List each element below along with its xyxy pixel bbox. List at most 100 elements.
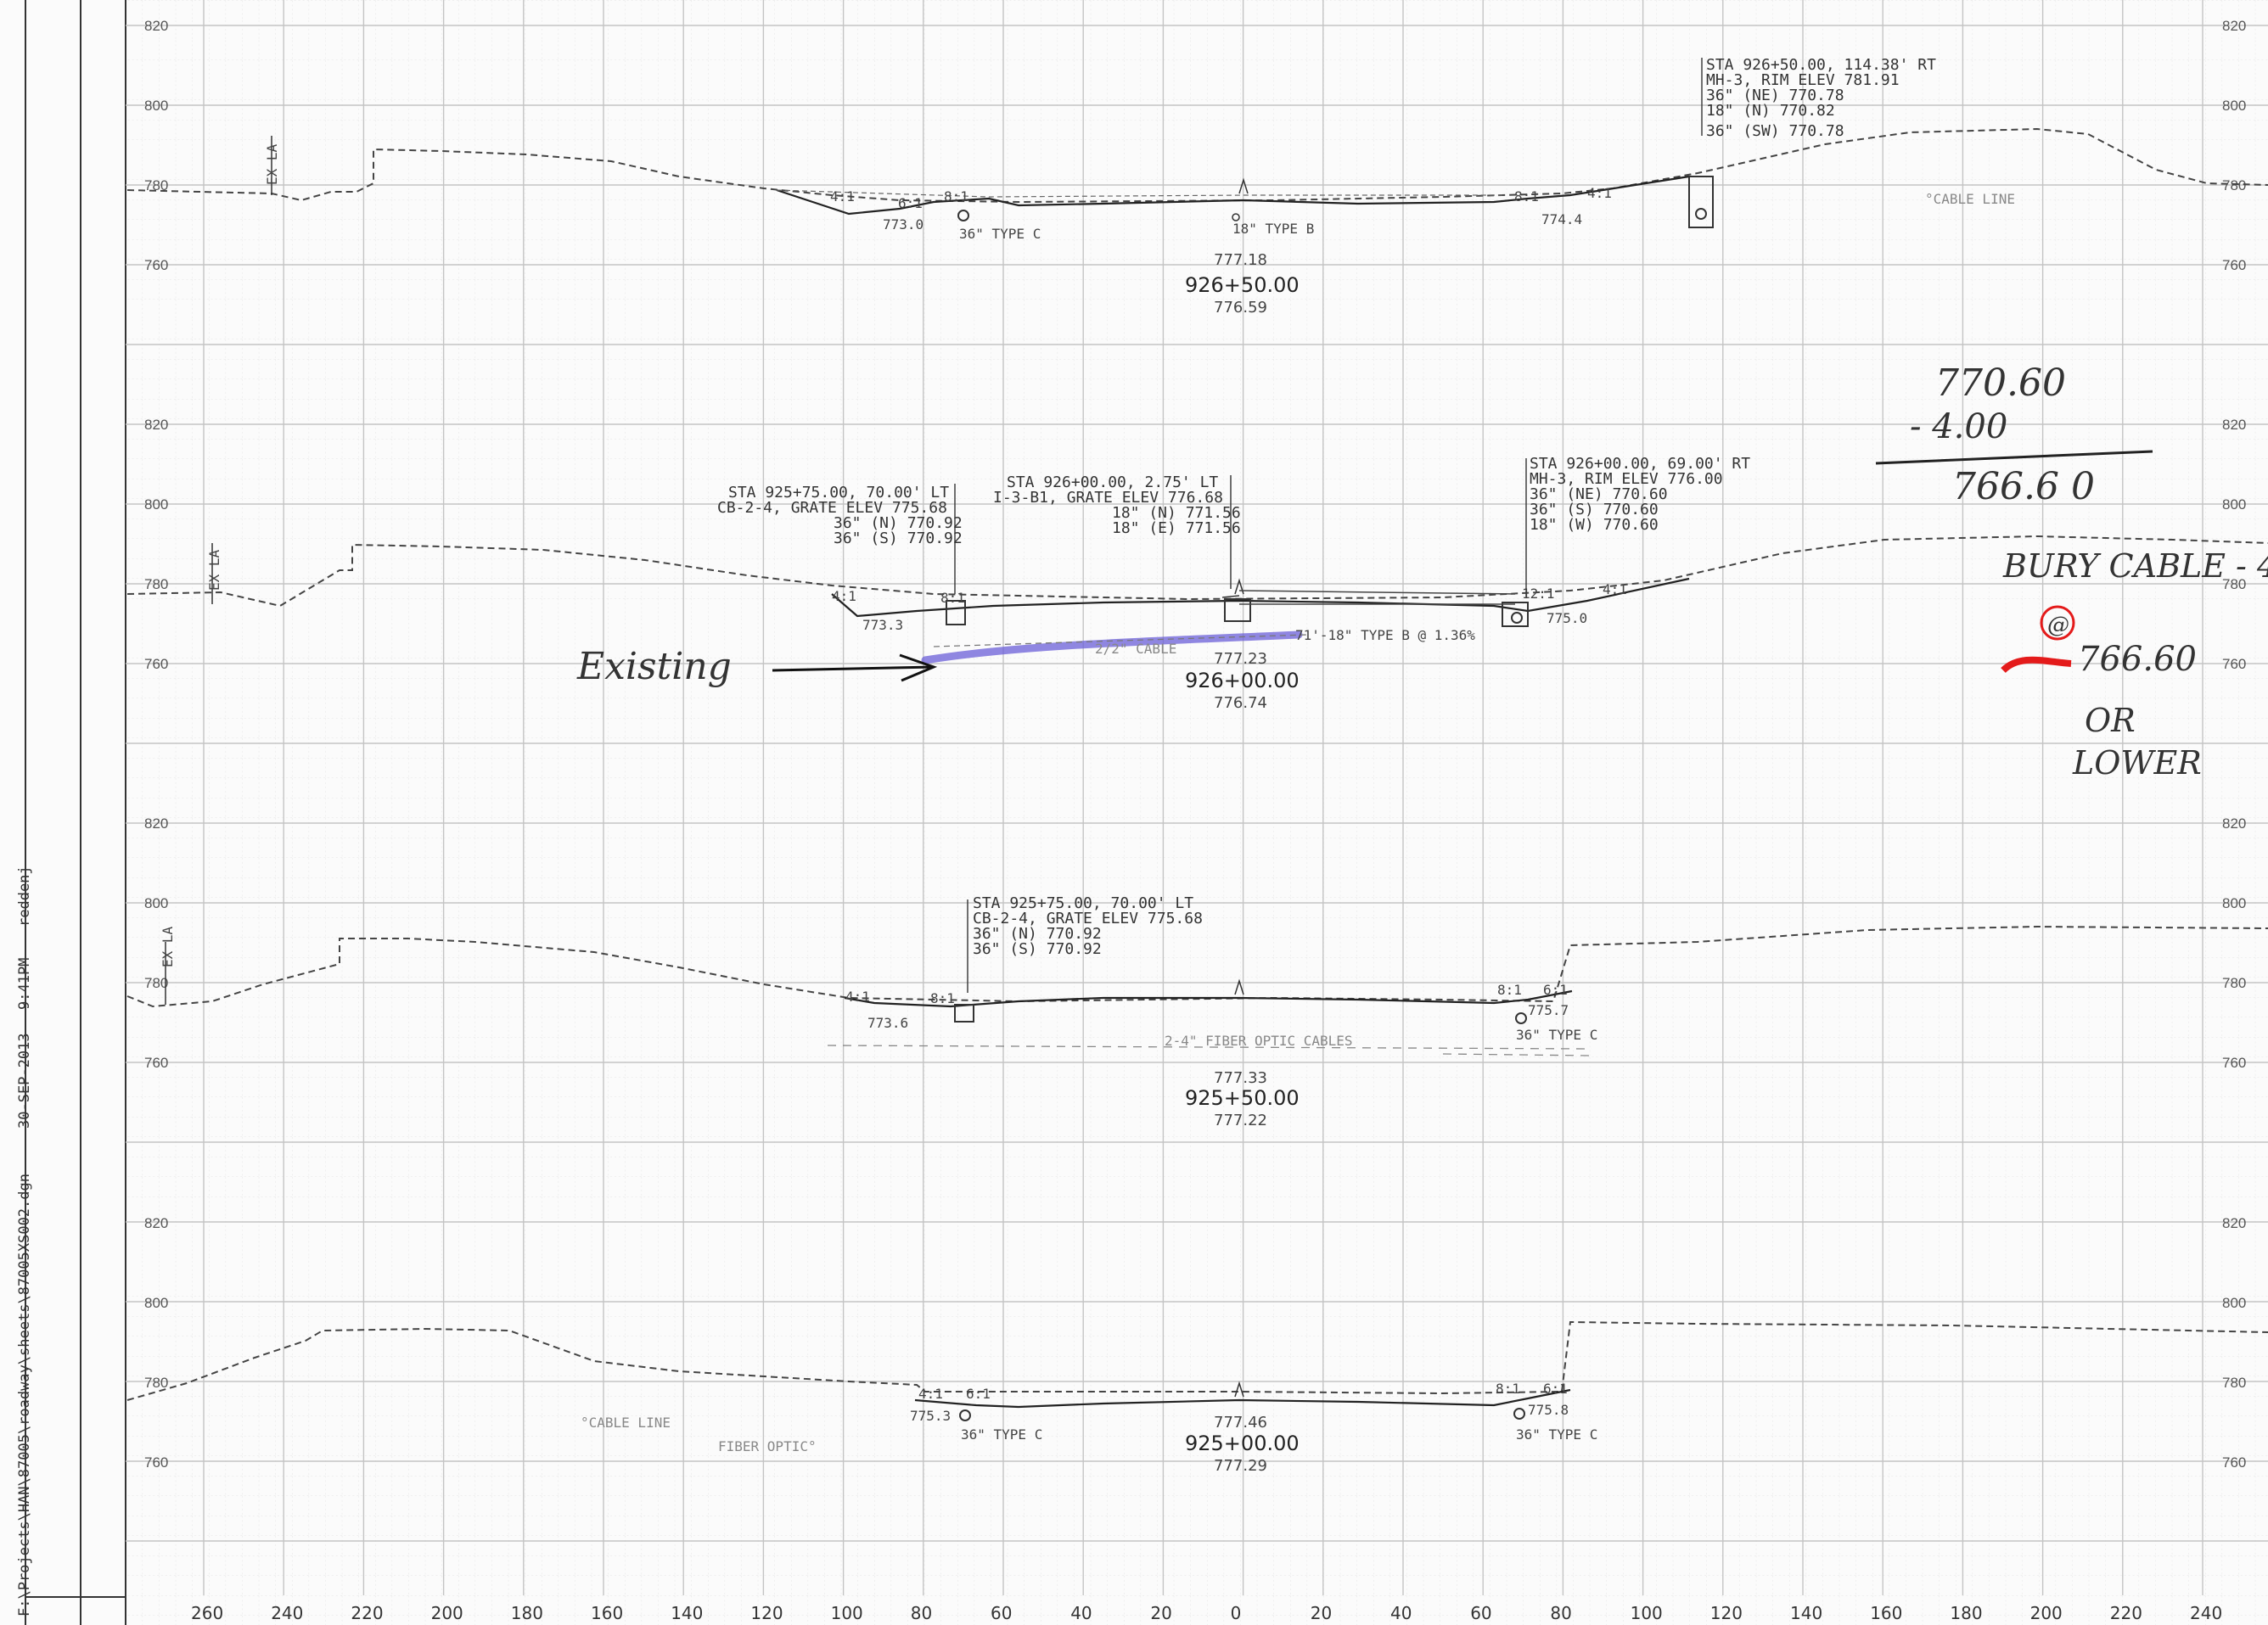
slope-label: 4:1 <box>845 989 870 1005</box>
offset-label: 200 <box>2030 1603 2063 1623</box>
svg-text:I-3-B1, GRATE ELEV 776.68: I-3-B1, GRATE ELEV 776.68 <box>993 489 1223 507</box>
offset-label: 20 <box>1311 1603 1332 1623</box>
bury-at: @ <box>2047 613 2069 638</box>
plot-time: 9:41PM <box>16 958 33 1010</box>
svg-text:STA 925+75.00, 70.00' LT: STA 925+75.00, 70.00' LT <box>973 894 1193 912</box>
callout-mh3-926-00: STA 926+00.00, 69.00' RT MH-3, RIM ELEV … <box>1530 455 1750 534</box>
slope-label: 8:1 <box>1497 982 1522 998</box>
right-hinge-elev: 775.8 <box>1528 1402 1569 1418</box>
existing-ground-line <box>126 925 2268 1008</box>
calc-top: 770.60 <box>1935 361 2066 405</box>
svg-text:STA 925+75.00, 70.00' LT: STA 925+75.00, 70.00' LT <box>728 484 949 502</box>
calc-sub: - 4.00 <box>1910 407 2007 446</box>
offset-label: 240 <box>2190 1603 2222 1623</box>
callout-mh3-926-50: STA 926+50.00, 114.38' RT MH-3, RIM ELEV… <box>1706 56 1936 140</box>
existing-ground-line <box>126 127 2268 204</box>
offset-label: 200 <box>431 1603 463 1623</box>
svg-text:MH-3, RIM ELEV 776.00: MH-3, RIM ELEV 776.00 <box>1530 470 1723 488</box>
proposed-section <box>844 989 1573 1008</box>
proposed-section <box>831 577 1690 618</box>
svg-text:STA 926+50.00, 114.38' RT: STA 926+50.00, 114.38' RT <box>1706 56 1936 74</box>
elevation-label: 820 <box>144 18 168 34</box>
major-grid <box>126 0 2268 1595</box>
offset-label: 40 <box>1070 1603 1092 1623</box>
cable-label: 2/2" CABLE <box>1095 641 1176 657</box>
section-925-50: EX LA 773.6 775.7 4:1 8:1 8:1 6:1 36" TY… <box>126 894 2268 1129</box>
slope-label: 6:1 <box>1543 982 1568 998</box>
elevation-label: 780 <box>2222 975 2246 991</box>
slope-label: 8:1 <box>940 590 965 606</box>
offset-label: 60 <box>991 1603 1012 1623</box>
svg-text:18" (N) 771.56: 18" (N) 771.56 <box>1112 504 1241 522</box>
elevation-label: 800 <box>2222 98 2246 114</box>
svg-text:36" (S) 770.92: 36" (S) 770.92 <box>973 940 1102 958</box>
elevation-label: 760 <box>2222 1454 2246 1471</box>
right-hinge-elev: 774.4 <box>1541 211 1582 227</box>
slope-label: 6:1 <box>898 195 923 211</box>
fiber-optic-label: FIBER OPTIC° <box>718 1438 817 1454</box>
section-926-00: EX LA 773.3 775.0 4:1 8:1 12:1 4:1 2/2" … <box>126 455 2268 712</box>
plot-user: reddenj <box>16 866 33 927</box>
svg-text:36" (S) 770.60: 36" (S) 770.60 <box>1530 501 1659 518</box>
slope-label: 4:1 <box>1603 581 1627 597</box>
elevation-label: 820 <box>2222 1215 2246 1231</box>
slope-label: 4:1 <box>1587 185 1612 201</box>
station-label: 925+00.00 <box>1185 1432 1300 1455</box>
offset-label: 0 <box>1231 1603 1242 1623</box>
offset-label: 240 <box>271 1603 303 1623</box>
elevation-label: 820 <box>2222 18 2246 34</box>
elevation-label: 800 <box>2222 1295 2246 1311</box>
elevation-label: 780 <box>2222 1375 2246 1391</box>
offset-label: 60 <box>1470 1603 1491 1623</box>
svg-text:36" (NE) 770.60: 36" (NE) 770.60 <box>1530 485 1668 503</box>
svg-text:STA 926+00.00, 2.75' LT: STA 926+00.00, 2.75' LT <box>1007 473 1218 491</box>
svg-text:18" (W) 770.60: 18" (W) 770.60 <box>1530 516 1659 534</box>
proposed-section <box>776 175 1690 216</box>
offset-label: 220 <box>2110 1603 2142 1623</box>
centerline-elev-existing: 777.29 <box>1214 1457 1267 1475</box>
file-path: F:\Projects\HAN\87005\roadway\sheets\870… <box>16 1174 33 1617</box>
offset-label: 220 <box>351 1603 383 1623</box>
elevation-label: 820 <box>144 417 168 433</box>
offset-label: 140 <box>1790 1603 1822 1623</box>
bury-lower: LOWER <box>2072 744 2202 782</box>
elevation-label: 760 <box>2222 656 2246 672</box>
ex-la-label: EX LA <box>206 549 222 591</box>
callout-i-3-b1: STA 926+00.00, 2.75' LT I-3-B1, GRATE EL… <box>993 473 1241 537</box>
slope-label: 8:1 <box>944 188 968 205</box>
existing-ground-line <box>126 1320 2268 1401</box>
pipe-label: 36" TYPE C <box>959 226 1041 242</box>
offset-label: 100 <box>1631 1603 1663 1623</box>
offset-label: 80 <box>1550 1603 1571 1623</box>
elevation-label: 760 <box>144 257 168 273</box>
centerline-elev-proposed: 777.23 <box>1214 650 1267 668</box>
cable-label: °CABLE LINE <box>1925 191 2015 207</box>
elevation-label: 800 <box>144 496 168 513</box>
handwritten-markups: Existing 770.60 - 4.00 766.6 0 BURY CABL… <box>576 361 2268 782</box>
elevation-label: 800 <box>144 98 168 114</box>
existing-ground-line <box>126 535 2268 608</box>
section-925-00: 775.3 775.8 4:1 6:1 8:1 6:1 36" TYPE C 3… <box>126 1320 2268 1475</box>
svg-text:CB-2-4, GRATE ELEV 775.68: CB-2-4, GRATE ELEV 775.68 <box>717 499 947 517</box>
svg-text:18" (E) 771.56: 18" (E) 771.56 <box>1112 519 1241 537</box>
centerline-elev-existing: 777.22 <box>1214 1112 1267 1129</box>
elevation-label: 780 <box>144 1375 168 1391</box>
svg-text:36" (SW) 770.78: 36" (SW) 770.78 <box>1706 122 1844 140</box>
elevation-label: 760 <box>144 1055 168 1071</box>
elevation-label: 820 <box>144 1215 168 1231</box>
callout-cb-2-4: STA 925+75.00, 70.00' LT CB-2-4, GRATE E… <box>717 484 963 547</box>
existing-markup: Existing <box>576 645 732 688</box>
elevation-label: 760 <box>144 1454 168 1471</box>
elevation-label: 800 <box>2222 496 2246 513</box>
elevation-label: 800 <box>144 895 168 911</box>
proposed-section <box>914 1388 1571 1409</box>
pipe-label: 36" TYPE C <box>1516 1027 1597 1043</box>
svg-text:36" (S) 770.92: 36" (S) 770.92 <box>834 530 963 547</box>
elevation-label: 800 <box>2222 895 2246 911</box>
elevation-label: 800 <box>144 1295 168 1311</box>
slope-label: 6:1 <box>966 1386 991 1402</box>
elevation-label: 820 <box>144 815 168 832</box>
pipe-label: 18" TYPE B <box>1232 221 1314 237</box>
svg-text:CB-2-4, GRATE ELEV 775.68: CB-2-4, GRATE ELEV 775.68 <box>973 910 1203 927</box>
